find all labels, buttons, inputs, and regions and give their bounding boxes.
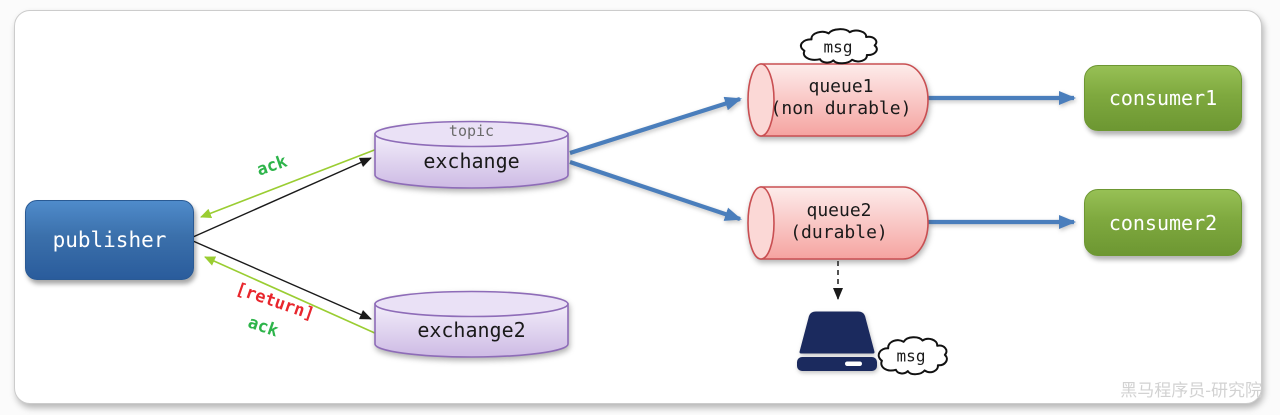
- queue1-label: queue1 (non durable): [748, 76, 934, 120]
- exchange-type-badge: topic: [448, 122, 495, 140]
- watermark: 黑马程序员-研究院: [1120, 381, 1262, 401]
- flow-arrows: [569, 91, 1076, 229]
- msg-label-disk: msg: [896, 346, 926, 366]
- consumer1-label: consumer1: [1108, 86, 1218, 110]
- consumer1-node: consumer1: [1084, 65, 1242, 131]
- msg-cloud-icon: [801, 29, 877, 63]
- exchange2-cylinder: [374, 290, 569, 358]
- edge-exchange-to-queue1: [569, 96, 742, 156]
- edge-ack-exchange-to-publisher: [200, 148, 378, 219]
- canvas-panel: [14, 10, 1262, 404]
- queue2-qualifier: (durable): [790, 222, 888, 243]
- exchange2-label: exchange2: [417, 318, 526, 342]
- queue2-cylinder: [747, 186, 929, 260]
- exchange-label: exchange: [423, 149, 520, 173]
- msg-cloud-disk-icon: [879, 337, 947, 374]
- queue2-label: queue2 (durable): [746, 200, 932, 244]
- msg-label-queue: msg: [823, 37, 853, 57]
- edge-exchange-to-queue2: [569, 160, 742, 221]
- disk-icon: [797, 311, 877, 371]
- edge-ack-exchange2-to-publisher: [204, 256, 378, 335]
- exchange-cylinder: [374, 120, 569, 189]
- queue1-cylinder: [747, 63, 929, 137]
- consumer2-node: consumer2: [1084, 189, 1242, 256]
- queue1-name: queue1: [808, 76, 874, 97]
- queue1-qualifier: (non durable): [770, 98, 912, 119]
- publisher-label: publisher: [52, 228, 167, 252]
- edge-publisher-to-exchange: [192, 157, 372, 238]
- edge-publisher-to-exchange2: [192, 240, 372, 320]
- queue2-name: queue2: [806, 200, 872, 221]
- consumer2-label: consumer2: [1108, 210, 1218, 235]
- publisher-node: publisher: [25, 200, 194, 280]
